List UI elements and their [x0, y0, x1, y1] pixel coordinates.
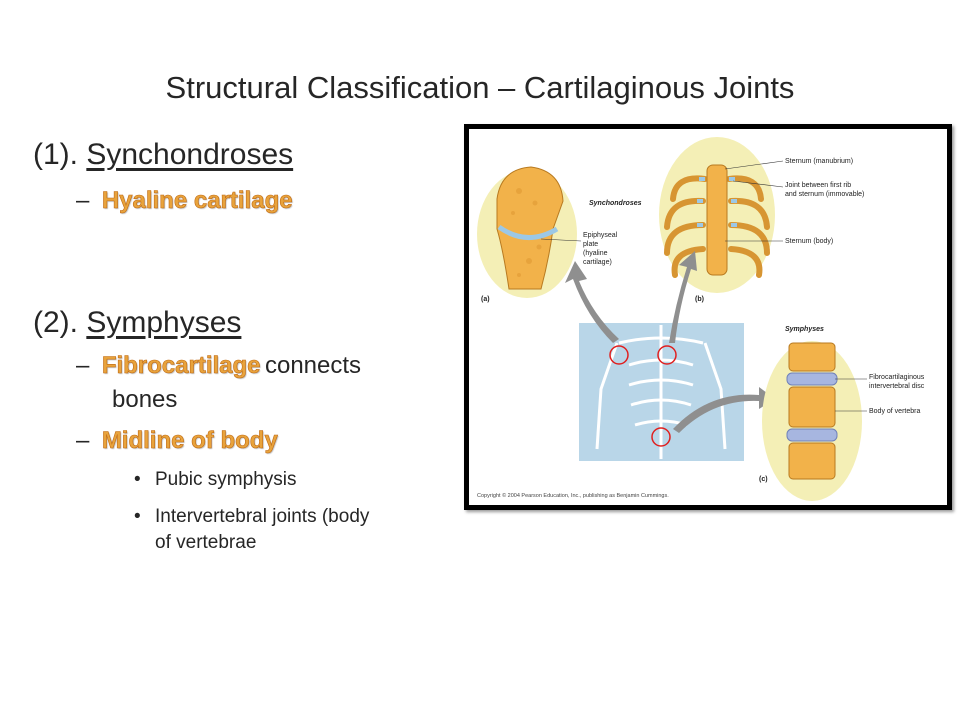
figure-copyright: Copyright © 2004 Pearson Education, Inc.… [477, 492, 669, 499]
dash-mark: – [76, 187, 90, 214]
item2-number: (2). [33, 306, 78, 339]
figure-label-a: (a) [481, 296, 490, 303]
bones-text: bones [112, 386, 178, 413]
highlight-circle-b [657, 345, 677, 365]
body-of-vertebra-label: Body of vertebra [869, 408, 920, 415]
dash-mark: – [76, 352, 90, 379]
slide-title: Structural Classification – Cartilaginou… [165, 70, 795, 105]
joint-first-rib-label-2: and sternum (immovable) [785, 191, 864, 198]
item1-number: (1). [33, 138, 78, 171]
epiphyseal-label-4: cartilage) [583, 259, 612, 266]
item2-sub2: – Midline of body [76, 427, 278, 455]
fibrocartilaginous-label-2: intervertebral disc [869, 383, 925, 390]
highlight-circle-a [609, 345, 629, 365]
joint-first-rib-label-1: Joint between first rib [785, 182, 851, 189]
item2-name: Symphyses [86, 306, 242, 339]
epiphyseal-label-3: (hyaline [583, 250, 608, 257]
bullet-intervertebral-cont: of vertebrae [155, 532, 257, 553]
sternum-manubrium-label: Sternum (manubrium) [785, 158, 853, 165]
anatomy-figure-frame: Epiphyseal plate (hyaline cartilage) Syn… [464, 124, 952, 510]
dash-mark: – [76, 427, 90, 454]
disc-1 [786, 372, 838, 386]
epiphyseal-label-2: plate [583, 241, 598, 248]
figure-label-b: (b) [695, 296, 704, 303]
epiphyseal-label-1: Epiphyseal [583, 232, 618, 239]
disc-2 [786, 428, 838, 442]
fibrocartilaginous-label-1: Fibrocartilaginous [869, 374, 925, 381]
fibrocartilage-text: Fibrocartilage [101, 352, 261, 380]
highlight-circle-c [651, 427, 671, 447]
figure-label-c: (c) [759, 476, 768, 483]
pointer-arrows [565, 251, 775, 433]
vertebra-3 [788, 442, 836, 480]
synchondroses-figure-title: Synchondroses [589, 200, 642, 207]
bullet-mark: • [134, 506, 141, 527]
bullet-intervertebral: Intervertebral joints (body [155, 506, 370, 527]
cartilaginous-joints-figure: Epiphyseal plate (hyaline cartilage) Syn… [469, 129, 947, 505]
vertebra-1 [788, 342, 836, 372]
bullet-mark: • [134, 469, 141, 490]
sternum-body-label: Sternum (body) [785, 238, 833, 245]
bullet-pubic-symphysis: Pubic symphysis [155, 469, 297, 490]
item2-sub1: – Fibrocartilage connects [76, 352, 361, 380]
item1-heading: (1). Synchondroses [33, 138, 293, 172]
item2-heading: (2). Symphyses [33, 306, 241, 340]
vertebra-2 [788, 386, 836, 428]
midline-of-body-text: Midline of body [101, 427, 279, 455]
hyaline-cartilage-text: Hyaline cartilage [101, 187, 293, 215]
item1-sub: – Hyaline cartilage [76, 187, 293, 215]
symphyses-figure-title: Symphyses [785, 326, 824, 333]
connects-text: connects [264, 352, 362, 379]
sternum-shape [706, 164, 728, 276]
item1-name: Synchondroses [86, 138, 294, 171]
epiphyseal-plate-band [497, 224, 559, 240]
